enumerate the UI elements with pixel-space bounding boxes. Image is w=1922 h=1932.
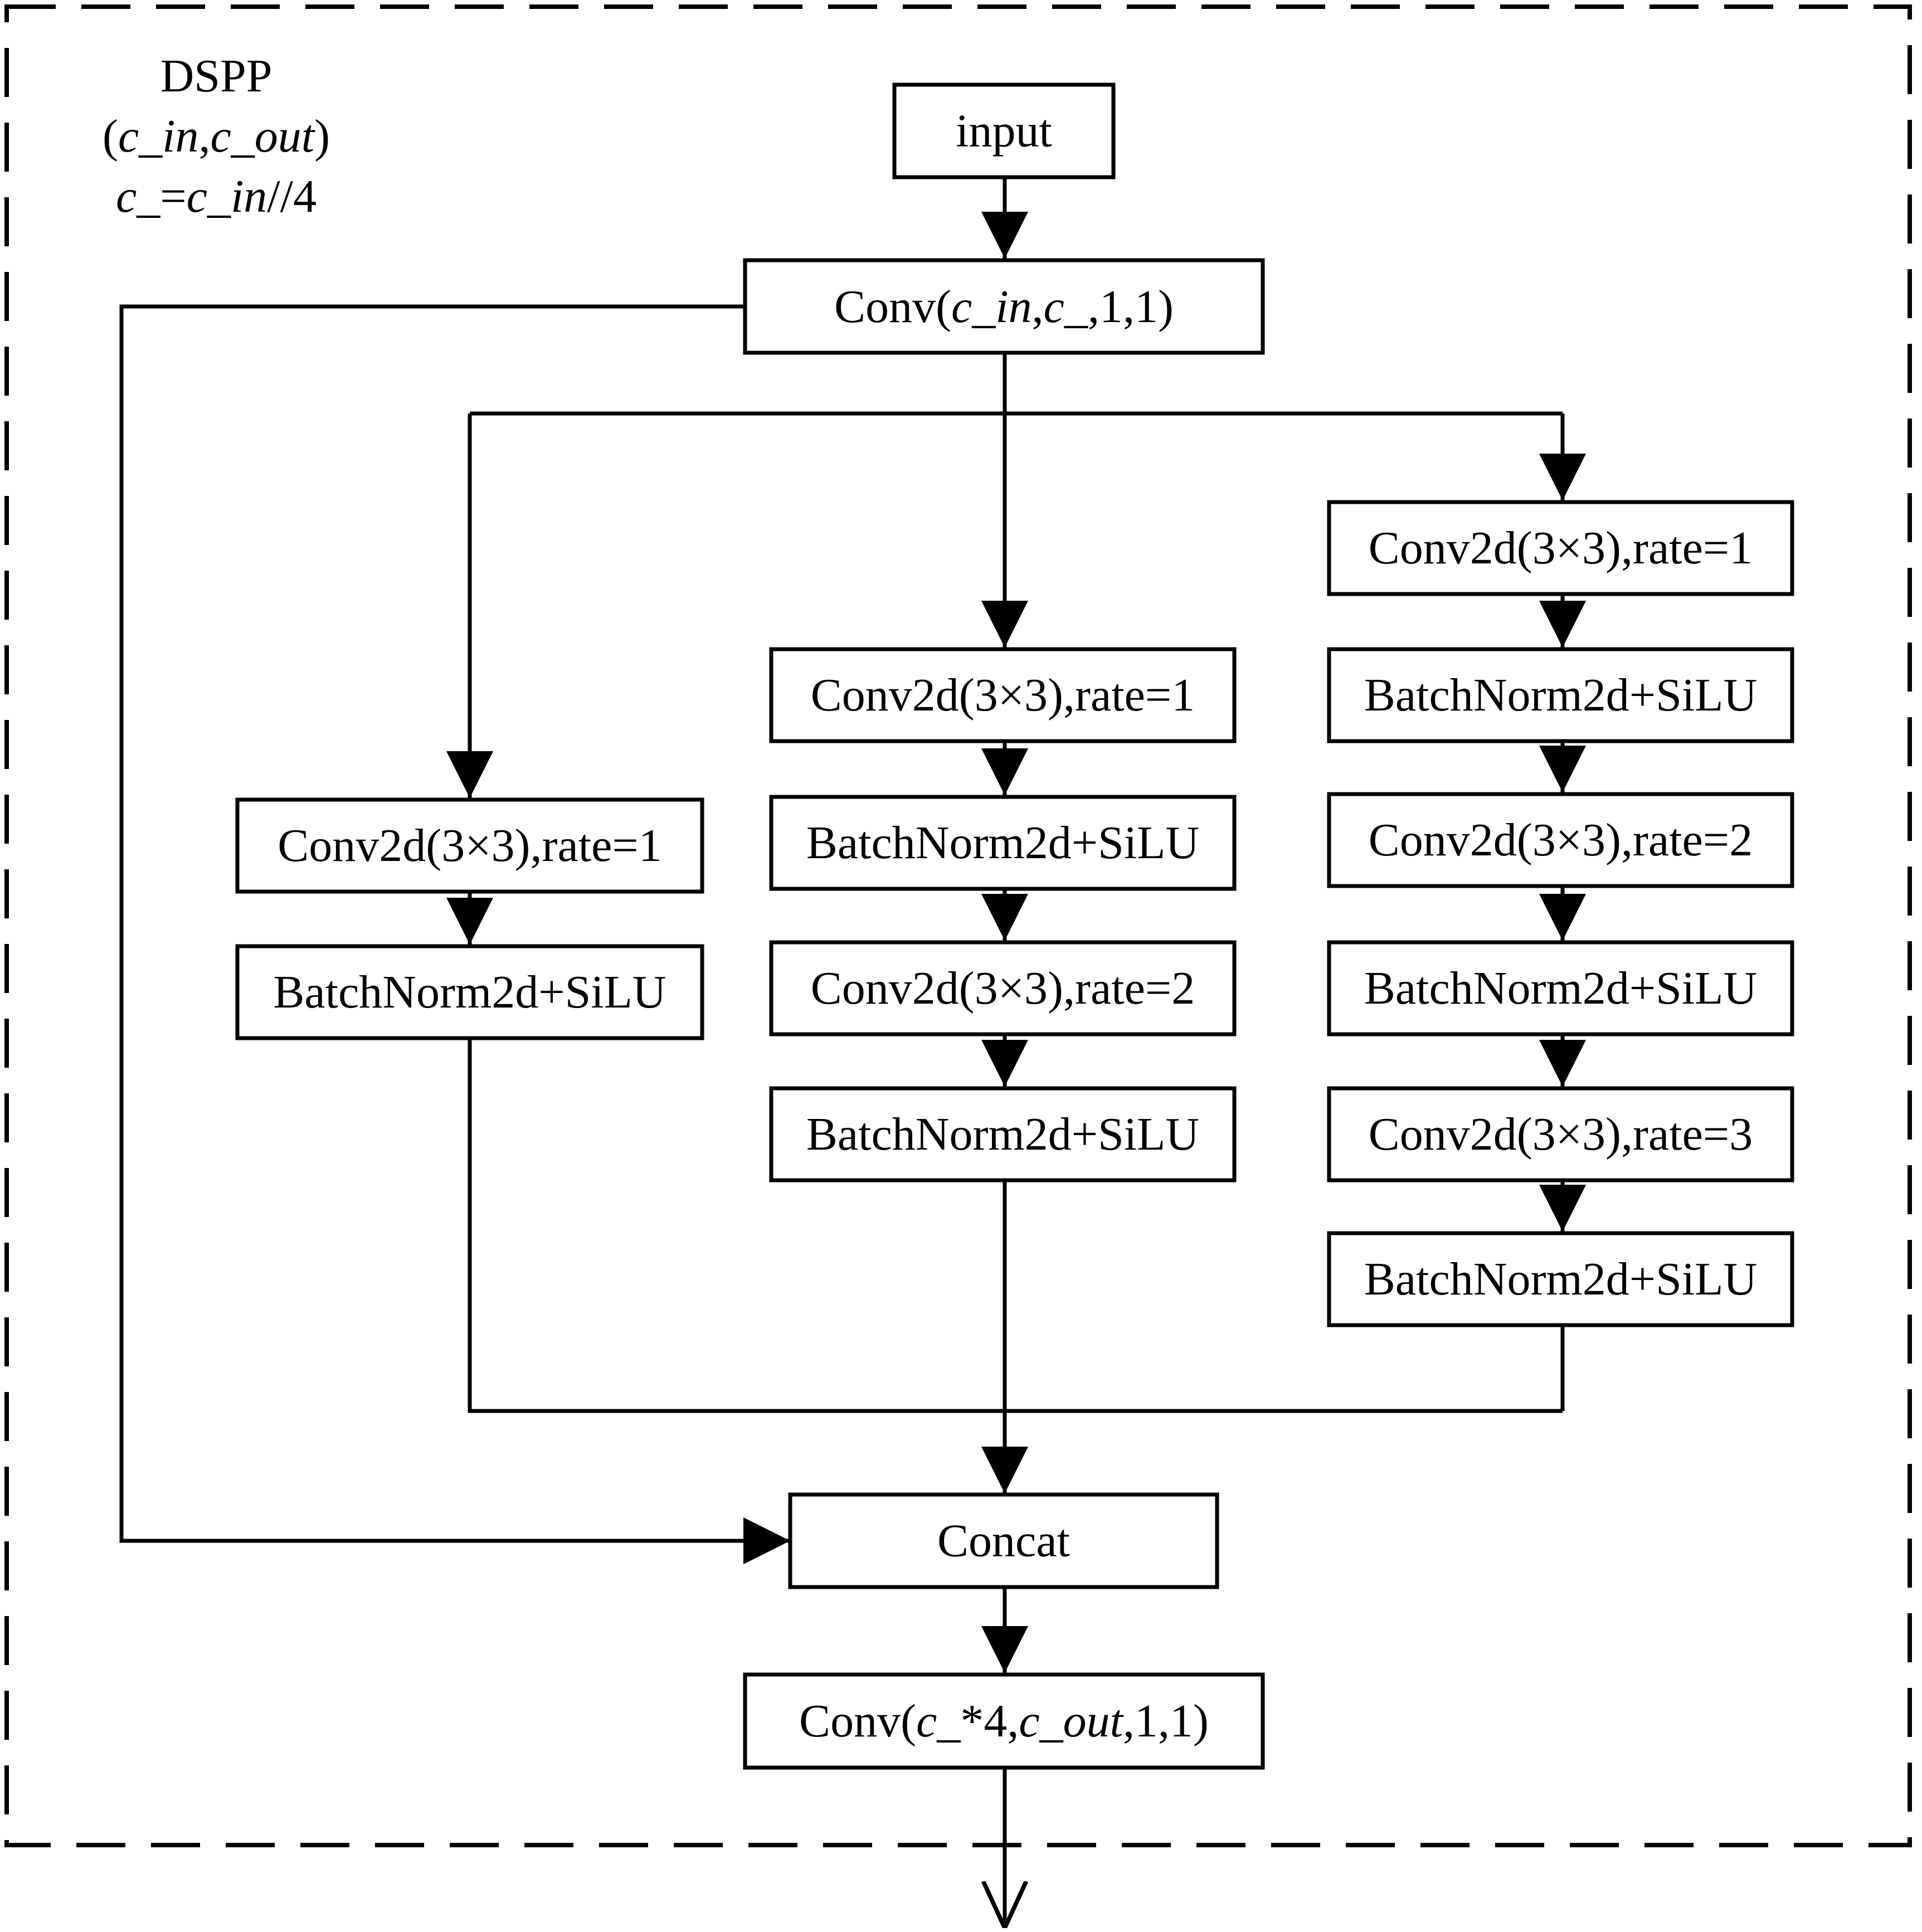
conv2d-label: Conv2d(3×3),rate=2 (811, 962, 1195, 1014)
conv2d-label: Conv2d(3×3),rate=1 (811, 669, 1195, 721)
conv2d-label: Conv2d(3×3),rate=1 (1369, 522, 1753, 574)
conv-out-label: Conv(c_*4,c_out,1,1) (799, 1695, 1209, 1747)
conv-in-node: Conv(c_in,c_,1,1) (743, 258, 1265, 355)
conv2d-label: Conv2d(3×3),rate=1 (278, 820, 662, 872)
batchnorm-silu-label: BatchNorm2d+SiLU (806, 1108, 1199, 1160)
branch-3-batchnorm-silu-node: BatchNorm2d+SiLU (1327, 1231, 1794, 1327)
module-signature: (c_in,c_out) (103, 110, 330, 162)
branch-3-conv2d-node: Conv2d(3×3),rate=1 (1327, 500, 1794, 596)
input-node: input (892, 82, 1116, 179)
branch-2-conv2d-node: Conv2d(3×3),rate=1 (769, 647, 1237, 743)
edge-branch1-merge (468, 1039, 1563, 1413)
input-label: input (956, 105, 1052, 157)
batchnorm-silu-label: BatchNorm2d+SiLU (1364, 1253, 1757, 1305)
edges (119, 177, 1586, 1928)
branch-3-batchnorm-silu-node: BatchNorm2d+SiLU (1327, 647, 1794, 743)
conv2d-label: Conv2d(3×3),rate=2 (1369, 814, 1753, 866)
branch-3-conv2d-node: Conv2d(3×3),rate=2 (1327, 792, 1794, 888)
branch-1-batchnorm-silu-node: BatchNorm2d+SiLU (235, 944, 704, 1040)
concat-node: Concat (788, 1492, 1219, 1589)
batchnorm-silu-label: BatchNorm2d+SiLU (1364, 962, 1757, 1014)
branch-3-batchnorm-silu-node: BatchNorm2d+SiLU (1327, 940, 1794, 1036)
batchnorm-silu-label: BatchNorm2d+SiLU (273, 966, 666, 1018)
conv2d-label: Conv2d(3×3),rate=3 (1369, 1108, 1753, 1160)
batchnorm-silu-label: BatchNorm2d+SiLU (806, 817, 1199, 869)
conv-out-node: Conv(c_*4,c_out,1,1) (743, 1672, 1265, 1770)
branch-3-conv2d-node: Conv2d(3×3),rate=3 (1327, 1086, 1794, 1182)
branch-2-conv2d-node: Conv2d(3×3),rate=2 (769, 940, 1237, 1036)
branch-2-batchnorm-silu-node: BatchNorm2d+SiLU (769, 795, 1237, 891)
channel-definition: c_=c_in//4 (116, 171, 317, 222)
branch-2-batchnorm-silu-node: BatchNorm2d+SiLU (769, 1086, 1237, 1182)
batchnorm-silu-label: BatchNorm2d+SiLU (1364, 669, 1757, 721)
branch-1-conv2d-node: Conv2d(3×3),rate=1 (235, 797, 704, 894)
conv-in-label: Conv(c_in,c_,1,1) (834, 281, 1174, 333)
module-name: DSPP (160, 50, 273, 102)
edge-shortcut-to-concat (119, 304, 790, 1564)
concat-label: Concat (937, 1515, 1070, 1567)
